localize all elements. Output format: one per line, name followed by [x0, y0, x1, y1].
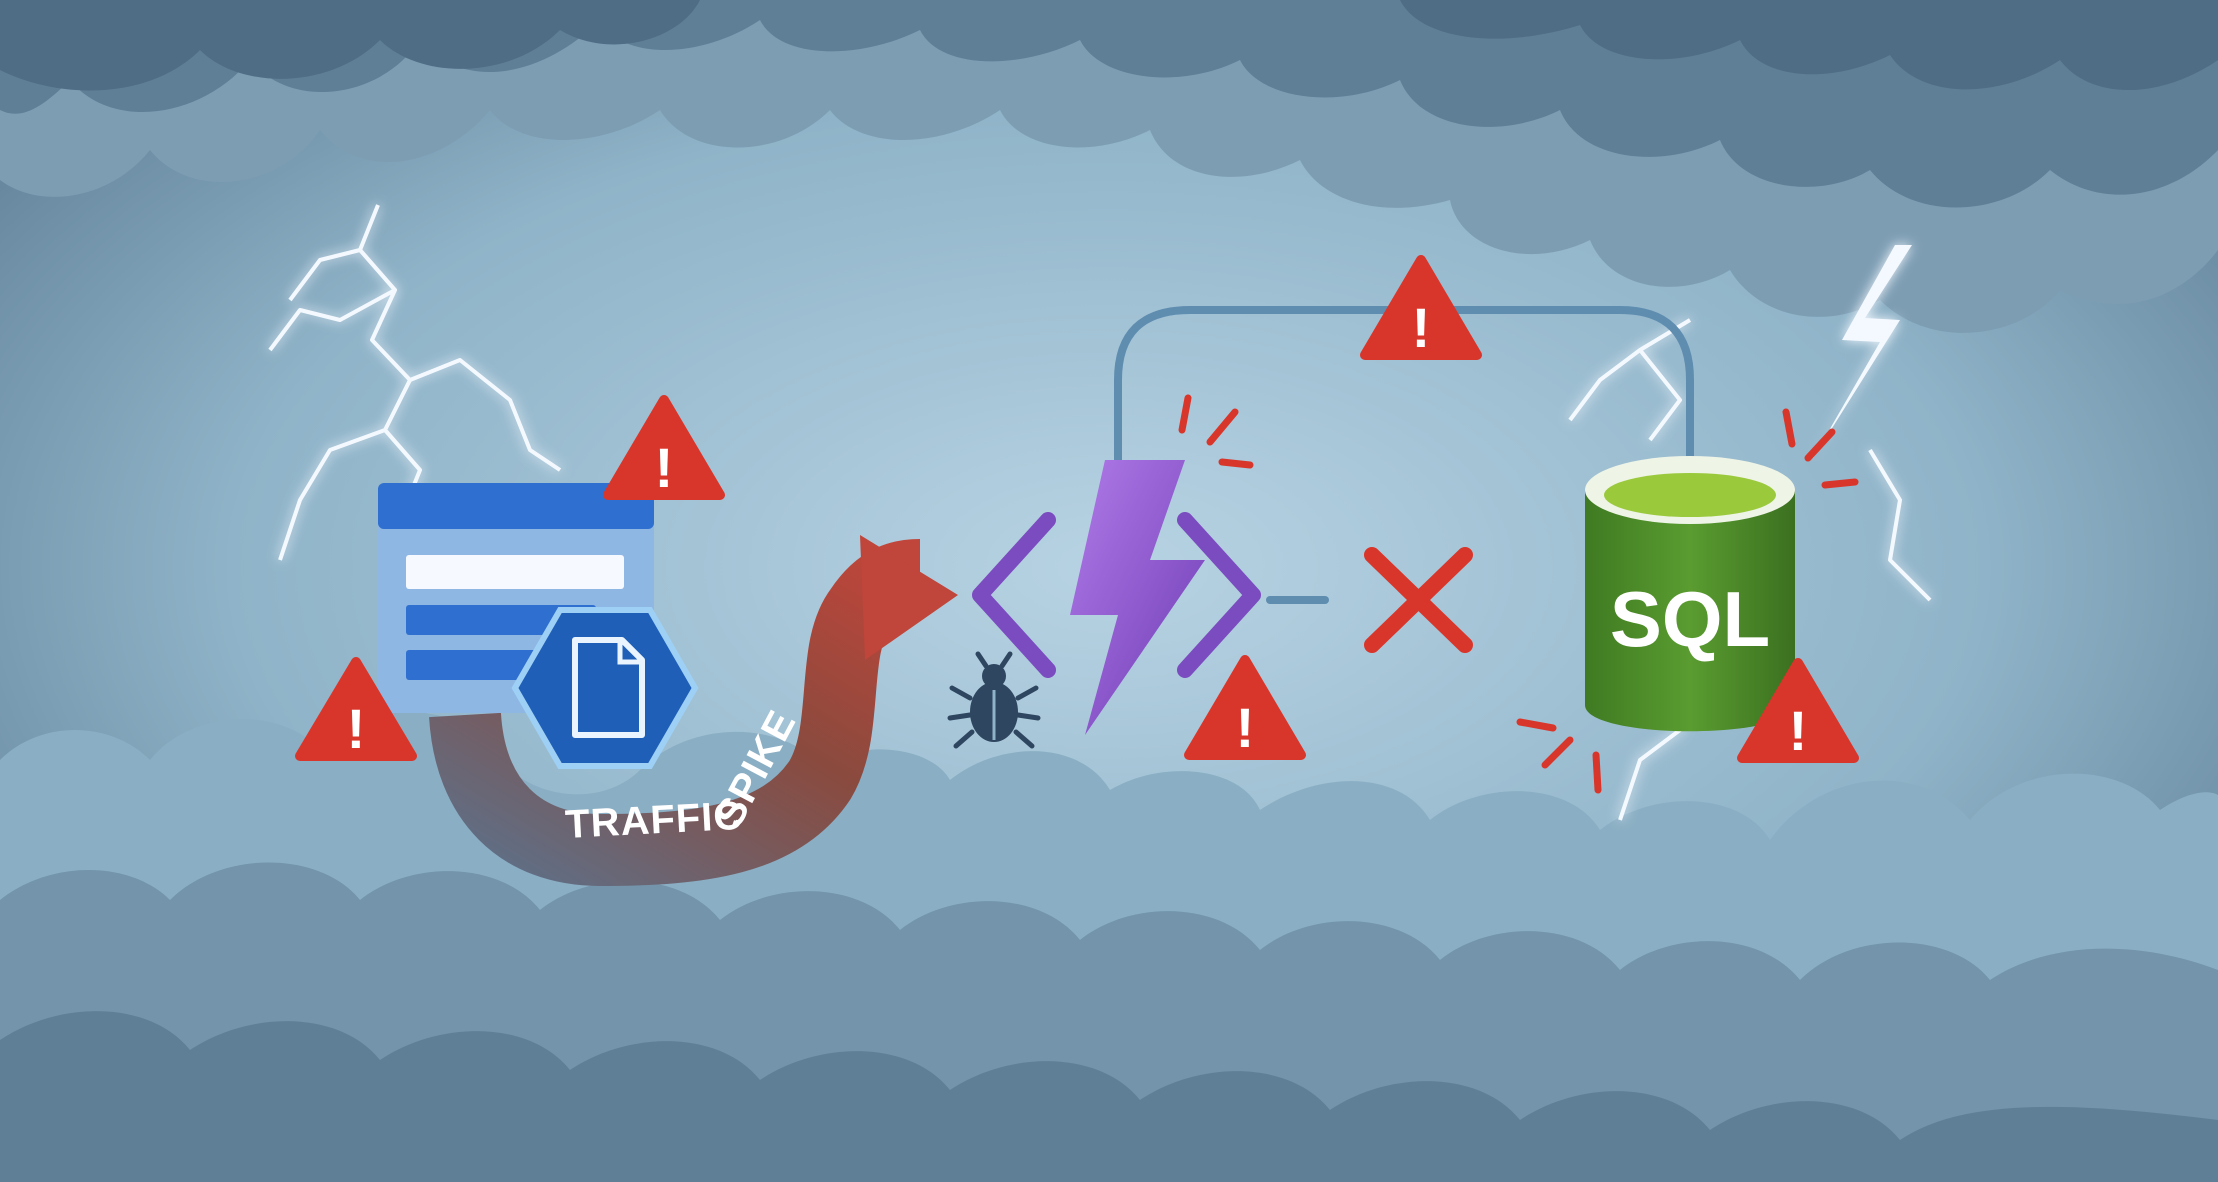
svg-text:!: ! [655, 436, 674, 499]
warning-triangle-icon: ! [1737, 658, 1859, 763]
svg-text:!: ! [1412, 296, 1431, 359]
storm-cloud-icon [0, 0, 2218, 333]
svg-text:!: ! [347, 697, 366, 760]
function-bolt-icon [972, 460, 1261, 735]
svg-text:!: ! [1236, 696, 1255, 759]
document-hexagon-icon [511, 607, 699, 769]
sql-label: SQL [1610, 575, 1770, 663]
warning-triangle-icon: ! [1184, 655, 1306, 760]
svg-text:!: ! [1789, 699, 1808, 762]
warning-triangle-icon: ! [295, 657, 417, 761]
curved-arrow-icon [429, 535, 958, 887]
warning-triangle-icon: ! [603, 395, 725, 500]
connection-failed-x-icon [1364, 547, 1473, 653]
warning-triangle-icon: ! [1360, 255, 1482, 360]
lightning-bolt-icon [268, 204, 562, 561]
sql-database-icon [1585, 456, 1795, 732]
spark-marks-icon [1178, 394, 1254, 469]
traffic-label: TRAFFIC [564, 794, 744, 847]
bug-icon [947, 651, 1041, 749]
spark-marks-icon [1516, 408, 1859, 794]
